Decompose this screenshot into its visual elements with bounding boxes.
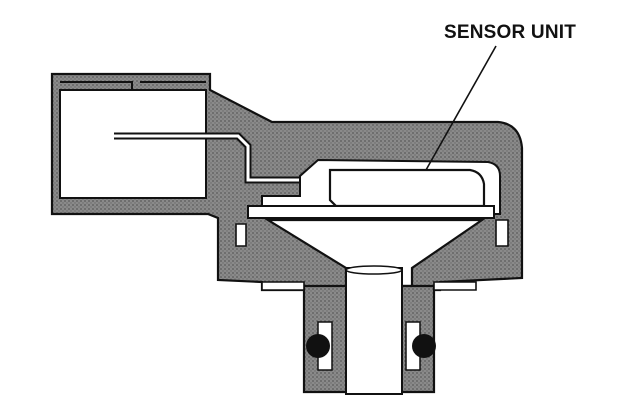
terminal-pin-core [114,134,320,182]
right-clip [495,219,509,247]
connector-shell-outline [51,74,206,214]
callout-leader-line [425,45,497,171]
mounting-flange [261,281,477,291]
oring-seal-right [412,334,436,358]
nozzle-bore-top [345,265,403,275]
connector-socket [59,89,207,199]
oring-seal-left [306,334,330,358]
left-clip [235,223,247,247]
sensor-base-plate [247,205,495,219]
sensor-unit-label: SENSOR UNIT [444,22,577,43]
sensor-unit-chip [328,168,486,208]
nozzle-bore [345,267,403,395]
